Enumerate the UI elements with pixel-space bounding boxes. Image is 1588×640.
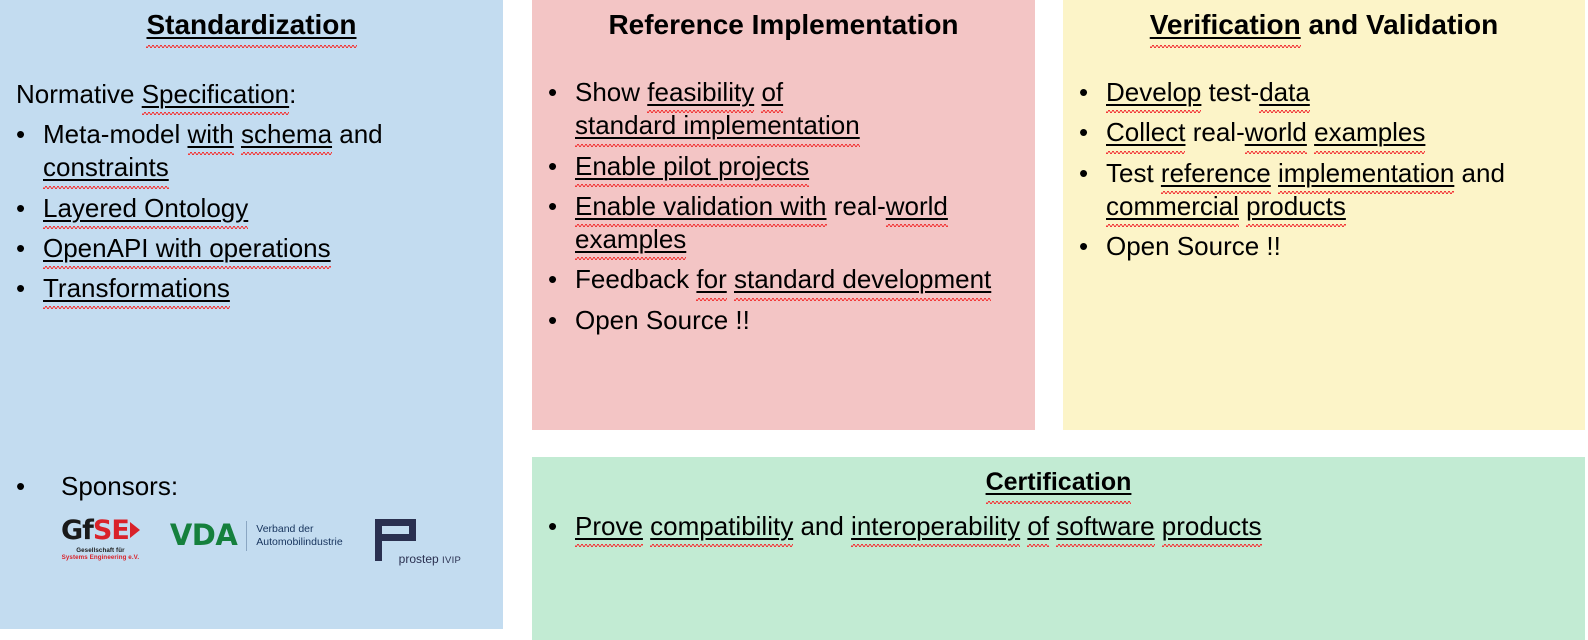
gfse-arrow-icon <box>129 522 140 538</box>
list-item-label: Open Source !! <box>575 304 750 335</box>
gfse-subtitle-line1: Gesellschaft für <box>76 546 125 554</box>
vda-logo: VDA Verband der Automobilindustrie <box>170 517 343 551</box>
gfse-mark-se: SE <box>92 514 130 546</box>
list-item-label: Enable pilot projects <box>575 150 995 188</box>
standardization-lead: Normative Specification: <box>16 78 297 114</box>
list-item-label: Feedback for standard development <box>575 263 995 301</box>
list-item: • Collect real-world examples <box>1079 116 1579 154</box>
list-item: • Transformations <box>16 272 481 310</box>
list-item: • Layered Ontology <box>16 192 481 230</box>
panel-standardization: Standardization Normative Specification:… <box>0 0 503 629</box>
panel-title-certification: Certification <box>532 457 1585 504</box>
prostep-suffix: IVIP <box>442 554 462 566</box>
gfse-subtitle-line2: Systems Engineering e.V. <box>61 553 140 561</box>
bullet-dot-icon: • <box>16 273 26 304</box>
standardization-lead-colon: : <box>289 79 297 109</box>
prostep-ivip-logo: prostep IVIP <box>373 517 462 566</box>
list-item: • Prove compatibility and interoperabili… <box>548 510 1568 548</box>
list-item-label: Open Source !! <box>1106 231 1281 262</box>
sponsors-label: • Sponsors: <box>16 470 496 503</box>
reference-implementation-bullet-list: • Show feasibility of standard implement… <box>548 76 1018 344</box>
list-item: • Show feasibility of standard implement… <box>548 76 1018 147</box>
list-item-label: Layered Ontology <box>43 192 473 230</box>
bullet-dot-icon: • <box>16 192 26 223</box>
list-item-label: Enable validation with real-world exampl… <box>575 190 995 261</box>
panel-title-verification-validation: Verification and Validation <box>1063 0 1585 49</box>
vda-divider <box>246 520 248 551</box>
list-item-label: OpenAPI with operations <box>43 232 473 270</box>
bullet-dot-icon: • <box>548 190 558 221</box>
bullet-dot-icon: • <box>548 264 558 295</box>
list-item-label: Meta-model with schema and constraints <box>43 118 473 189</box>
vda-subtitle-line1: Verband der <box>256 522 314 535</box>
bullet-dot-icon: • <box>548 511 558 541</box>
panel-title-standardization-text: Standardization <box>146 9 357 49</box>
bullet-dot-icon: • <box>1079 117 1089 148</box>
vda-subtitle: Verband der Automobilindustrie <box>256 523 342 549</box>
list-item-label: Develop test-data <box>1106 76 1576 114</box>
panel-verification-validation: Verification and Validation • Develop te… <box>1063 0 1585 430</box>
list-item: • Feedback for standard development <box>548 263 1018 301</box>
list-item: • OpenAPI with operations <box>16 232 481 270</box>
bullet-dot-icon: • <box>548 150 558 181</box>
list-item: • Meta-model with schema and constraints <box>16 118 481 189</box>
standardization-lead-specification: Specification <box>141 79 290 114</box>
list-item-label: Show feasibility of standard implementat… <box>575 76 995 147</box>
bullet-dot-icon: • <box>1079 231 1089 262</box>
vda-wordmark: VDA <box>169 518 238 552</box>
bullet-dot-icon: • <box>1079 157 1089 188</box>
list-item-label: Test reference implementation and commer… <box>1106 157 1576 228</box>
panel-title-verification-word: Verification <box>1149 9 1301 49</box>
bullet-dot-icon: • <box>16 119 26 149</box>
panel-title-standardization: Standardization <box>0 0 503 49</box>
bullet-dot-icon: • <box>1079 77 1089 107</box>
panel-title-validation-words: and Validation <box>1300 9 1499 40</box>
list-item: • Develop test-data <box>1079 76 1579 114</box>
list-item: • Open Source !! <box>548 304 1018 337</box>
panel-title-reference-implementation: Reference Implementation <box>532 0 1035 41</box>
bullet-dot-icon: • <box>548 77 558 107</box>
list-item: • Open Source !! <box>1079 230 1579 263</box>
sponsors-label-text: Sponsors: <box>61 471 179 501</box>
list-item: • Enable pilot projects <box>548 150 1018 188</box>
panel-title-certification-text: Certification <box>985 468 1132 504</box>
bullet-dot-icon: • <box>16 232 26 263</box>
list-item: • Test reference implementation and comm… <box>1079 157 1579 228</box>
list-item: • Enable validation with real-world exam… <box>548 190 1018 261</box>
standardization-lead-normative: Normative <box>16 79 142 109</box>
gfse-mark-gf: Gf <box>61 514 94 546</box>
panel-reference-implementation: Reference Implementation • Show feasibil… <box>532 0 1035 430</box>
certification-bullet-list: • Prove compatibility and interoperabili… <box>548 510 1568 550</box>
standardization-bullet-list: • Meta-model with schema and constraints… <box>16 118 481 312</box>
prostep-glyph-icon <box>373 518 421 561</box>
prostep-wordmark: prostep IVIP <box>399 552 462 566</box>
bullet-dot-icon: • <box>548 304 558 335</box>
list-item-label: Collect real-world examples <box>1106 116 1576 154</box>
panel-title-reference-implementation-text: Reference Implementation <box>608 9 959 40</box>
list-item-label: Prove compatibility and interoperability… <box>575 510 1568 548</box>
list-item-label: Transformations <box>43 272 473 310</box>
prostep-word: prostep <box>398 551 439 566</box>
vda-subtitle-line2: Automobilindustrie <box>256 535 343 548</box>
bullet-dot-icon: • <box>16 471 26 501</box>
verification-validation-bullet-list: • Develop test-data • Collect real-world… <box>1079 76 1579 270</box>
panel-certification: Certification • Prove compatibility and … <box>532 457 1585 640</box>
